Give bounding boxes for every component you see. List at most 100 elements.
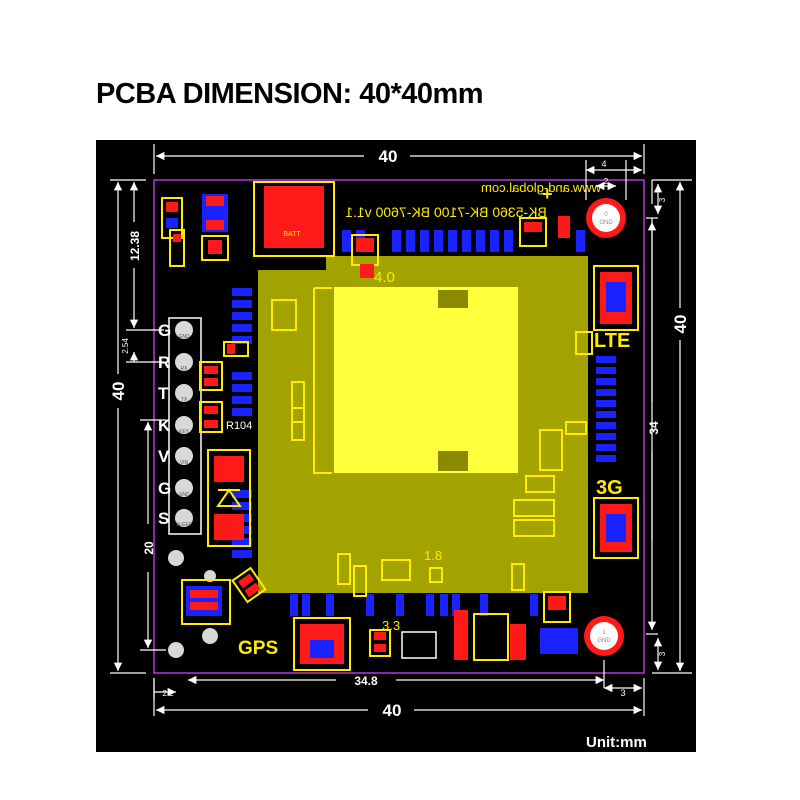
cap-small bbox=[558, 216, 570, 238]
resistor-pad bbox=[166, 202, 178, 212]
res-left2-pad bbox=[204, 366, 218, 374]
via-col-right bbox=[596, 356, 616, 462]
dim-left-lower: 20 bbox=[142, 541, 156, 555]
cap-b6-pad bbox=[548, 596, 566, 610]
pin-hole-lower bbox=[202, 628, 218, 644]
fet-outline bbox=[181, 579, 231, 625]
cap-ll-pad bbox=[244, 582, 261, 598]
cap-m12 bbox=[513, 519, 555, 537]
lte-label: LTE bbox=[594, 330, 630, 352]
cap-b1-pad bbox=[374, 644, 386, 652]
cap-tl-pad bbox=[206, 220, 224, 230]
cap-tl-pad bbox=[206, 196, 224, 206]
ic-b3 bbox=[454, 610, 468, 660]
dim-top-width: 40 bbox=[379, 147, 398, 166]
cap-m13 bbox=[565, 421, 587, 435]
cap-m10 bbox=[525, 475, 555, 493]
cap-top-right bbox=[519, 217, 547, 247]
pin-letter: K bbox=[158, 416, 171, 435]
pin-hole bbox=[175, 479, 193, 497]
gps-label: GPS bbox=[238, 638, 278, 659]
chip bbox=[334, 287, 518, 473]
res-col2-pad bbox=[208, 240, 222, 254]
dim-right-inner: 34 bbox=[647, 421, 661, 435]
diode-pad bbox=[214, 514, 244, 540]
dim-right-height: 40 bbox=[671, 315, 690, 334]
diode-pad bbox=[214, 456, 244, 482]
cap-b1-pad bbox=[374, 632, 386, 640]
pin-name: RX bbox=[181, 366, 189, 372]
dim-corner-offset: 2.2 bbox=[162, 689, 174, 698]
chip-pad bbox=[438, 290, 468, 308]
gps-connector bbox=[293, 617, 351, 671]
cap-m6 bbox=[271, 299, 297, 331]
fet-pad bbox=[190, 590, 218, 598]
mount-hole-top-inner bbox=[592, 204, 620, 232]
cap-b7 bbox=[540, 628, 578, 654]
cap-m8 bbox=[291, 407, 305, 441]
ic-b5 bbox=[510, 624, 526, 660]
pin-hole bbox=[175, 509, 193, 527]
res-left2-pad bbox=[204, 378, 218, 386]
dim-hole-spacing: 4 bbox=[601, 159, 606, 169]
ic-m3 bbox=[381, 559, 411, 581]
pin-letter: T bbox=[158, 384, 169, 403]
diode-symbol bbox=[216, 488, 242, 507]
pin-name: TX bbox=[181, 397, 188, 403]
label-4-0: 4.0 bbox=[374, 269, 395, 286]
via-row-bottom bbox=[290, 594, 538, 616]
pin-name: VIN bbox=[180, 460, 189, 466]
pin-hole bbox=[175, 353, 193, 371]
chip-pad bbox=[438, 451, 468, 471]
pin-column bbox=[175, 321, 193, 527]
hole-bottom-gnd: GND bbox=[597, 638, 611, 644]
res-left bbox=[223, 341, 249, 357]
cap-m11 bbox=[513, 499, 555, 517]
pin-name: GND bbox=[178, 492, 190, 498]
lte-connector bbox=[593, 265, 639, 331]
pin-name: GND bbox=[178, 334, 190, 340]
res-left-pad bbox=[227, 344, 235, 354]
board-outline bbox=[153, 179, 645, 674]
pin-name: KEY bbox=[179, 429, 190, 435]
pin-letter: S bbox=[158, 509, 169, 528]
website-silk: www.and-global.com bbox=[481, 180, 602, 195]
pcb-svg: BATT www.and-global.com BK-5360 BK-7100 … bbox=[109, 144, 692, 751]
pin-letter: G bbox=[158, 479, 171, 498]
fet-pad bbox=[190, 602, 218, 610]
cap-ll-pad bbox=[238, 573, 255, 589]
pin-hole bbox=[175, 321, 193, 339]
batt-silk bbox=[253, 181, 335, 257]
cap-b6 bbox=[543, 591, 571, 623]
chip-silk bbox=[313, 287, 332, 474]
g3-label: 3G bbox=[596, 477, 623, 499]
res-left3-pad bbox=[204, 420, 218, 428]
cap-m9 bbox=[539, 429, 563, 471]
cap-m2 bbox=[353, 565, 367, 597]
hole-top-gnd: GND bbox=[599, 220, 613, 226]
cap-top-right-pad bbox=[524, 222, 542, 232]
r104-label: R104 bbox=[226, 420, 252, 432]
dimension-lines bbox=[110, 144, 692, 716]
unit-label: Unit:mm bbox=[586, 734, 647, 751]
label-1-8: 1.8 bbox=[424, 548, 442, 563]
cap-top-pad bbox=[356, 238, 374, 252]
ic-b4 bbox=[473, 613, 509, 661]
res-left3 bbox=[199, 401, 223, 433]
cap-m7 bbox=[291, 381, 305, 423]
pcb-drawing: BATT www.and-global.com BK-5360 BK-7100 … bbox=[96, 140, 696, 752]
page-title: PCBA DIMENSION: 40*40mm bbox=[96, 78, 484, 110]
dim-top-right-margin: 3 bbox=[658, 197, 667, 202]
g3-connector bbox=[593, 497, 639, 559]
model-silk: BK-5360 BK-7100 BK-7600 v1.1 bbox=[345, 204, 547, 220]
dim-hole-dia: 2 bbox=[604, 177, 609, 186]
dim-bottom-span: 34.8 bbox=[354, 674, 378, 688]
dim-left-height: 40 bbox=[109, 382, 128, 401]
cap-ll bbox=[231, 566, 267, 604]
batt-pad bbox=[264, 186, 324, 248]
pin-hole bbox=[175, 447, 193, 465]
pin-letter: V bbox=[158, 447, 170, 466]
cap-b1 bbox=[369, 629, 391, 657]
dim-pin-pitch: 2.54 bbox=[121, 338, 130, 354]
dim-top-left-offset: 12.38 bbox=[128, 231, 142, 261]
